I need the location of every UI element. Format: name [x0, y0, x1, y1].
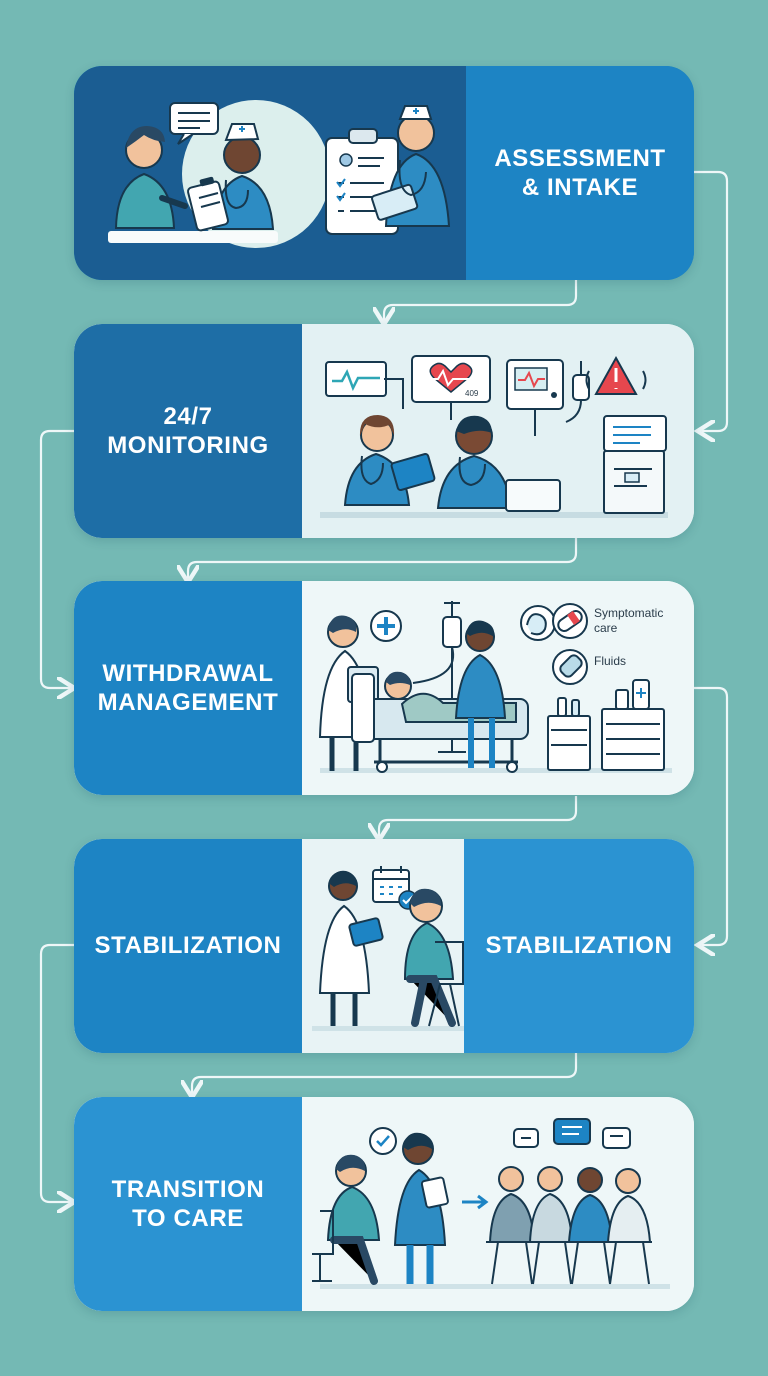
- stabilization-scene-svg: [302, 839, 482, 1053]
- monitoring-illustration: 409: [302, 324, 694, 538]
- stabilization-illustration: [302, 839, 482, 1053]
- vital-monitor-icon-left: [325, 361, 404, 409]
- step-card-stabilization: STABILIZATION: [74, 839, 694, 1053]
- step-title-stabilization-left: STABILIZATION: [74, 839, 302, 1053]
- withdrawal-management-label: WITHDRAWAL MANAGEMENT: [97, 659, 279, 716]
- withdrawal-management-illustration: Symptomatic care Fluids: [302, 581, 694, 795]
- clipboard-icon-left: [187, 176, 229, 232]
- supply-cart-icon: [547, 697, 591, 771]
- support-group-speech-icons: [513, 1118, 631, 1149]
- step-title-transition-to-care: TRANSITION TO CARE: [74, 1097, 302, 1311]
- nurse-figure-right: [371, 105, 451, 227]
- withdrawal-scene-svg: Symptomatic care Fluids: [302, 581, 694, 795]
- step-title-assessment-intake: ASSESSMENT & INTAKE: [466, 66, 694, 280]
- support-group-figures: [486, 1166, 652, 1285]
- step-card-assessment-intake: ASSESSMENT & INTAKE: [74, 66, 694, 280]
- transition-to-care-label: TRANSITION TO CARE: [111, 1175, 265, 1232]
- care-coordinator-figure: [393, 1132, 449, 1284]
- nurse-with-tablet-figure: [343, 415, 436, 506]
- stabilization-label-left: STABILIZATION: [94, 932, 282, 960]
- step-card-withdrawal-management: WITHDRAWAL MANAGEMENT: [74, 581, 694, 795]
- step-title-monitoring: 24/7 MONITORING: [74, 324, 302, 538]
- fluids-note: Fluids: [594, 654, 626, 668]
- transition-scene-svg: [302, 1097, 694, 1311]
- alert-warning-icon: [585, 355, 647, 395]
- desk-surface: [108, 231, 278, 243]
- intake-scene-svg: [108, 100, 451, 248]
- speech-bubble-icon: [169, 102, 219, 145]
- monitoring-machine-icon: [603, 415, 667, 514]
- nurse-with-cup-figure: [454, 620, 507, 768]
- seated-patient-transition-figure: [312, 1154, 381, 1285]
- seated-patient-figure: [403, 888, 464, 1027]
- doctor-figure: [318, 870, 384, 1026]
- stomach-symptom-bubble-icon: [520, 605, 556, 641]
- step-card-monitoring: 24/7 MONITORING 409: [74, 324, 694, 538]
- monitor-readout: 409: [465, 389, 479, 398]
- ecg-monitor-icon: [506, 359, 564, 436]
- medical-cabinet-icon: [601, 679, 665, 771]
- symptomatic-care-note: Symptomatic care: [594, 606, 667, 635]
- patient-figure: [114, 126, 188, 229]
- check-bubble-icon: [369, 1127, 397, 1155]
- nurse-with-laptop-figure: [436, 415, 561, 512]
- monitoring-scene-svg: 409: [302, 324, 694, 538]
- step-title-withdrawal-management: WITHDRAWAL MANAGEMENT: [74, 581, 302, 795]
- transition-to-care-illustration: [302, 1097, 694, 1311]
- monitoring-label: 24/7 MONITORING: [107, 402, 269, 459]
- medical-cross-bubble-icon: [370, 610, 402, 642]
- step-title-stabilization-right: STABILIZATION: [464, 839, 694, 1053]
- pill-icon: [552, 603, 588, 639]
- assessment-intake-label: ASSESSMENT & INTAKE: [494, 144, 666, 201]
- step-card-transition-to-care: TRANSITION TO CARE: [74, 1097, 694, 1311]
- assessment-intake-illustration: [74, 66, 466, 280]
- stabilization-label-right: STABILIZATION: [485, 932, 673, 960]
- fluids-icon: [552, 649, 588, 685]
- heart-monitor-icon: 409: [411, 355, 491, 420]
